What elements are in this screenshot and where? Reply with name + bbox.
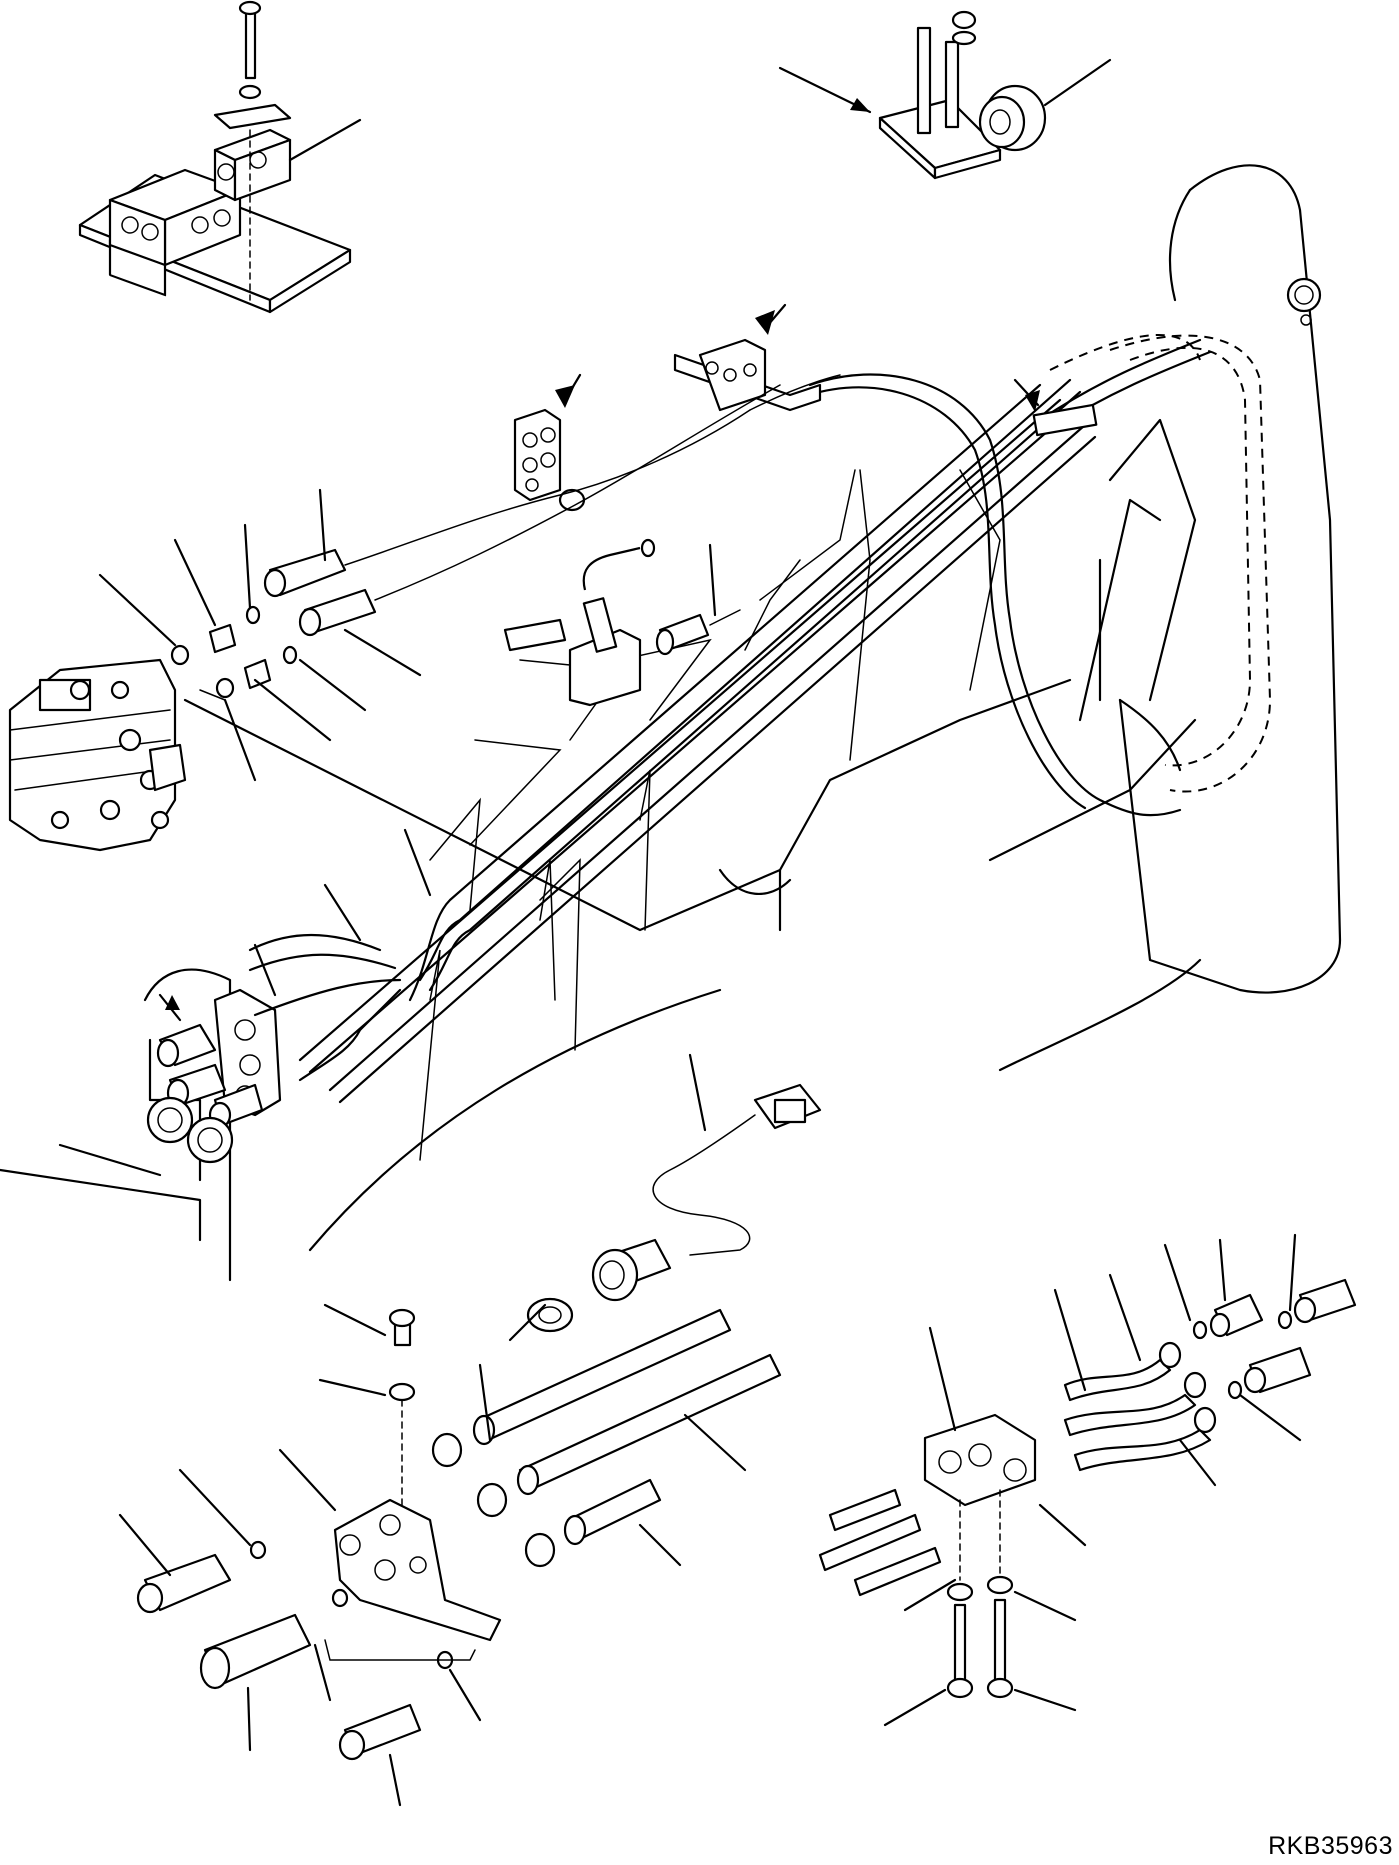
left-hose-fittings	[170, 548, 377, 701]
upper-hose-lines	[344, 374, 841, 601]
drawing-reference-code: RKB35963	[1268, 1832, 1393, 1860]
straight-pipes	[431, 1308, 782, 1568]
front-coupler-plate	[146, 933, 402, 1164]
pin-bracket-assembly	[778, 10, 1112, 180]
control-valve-block	[8, 658, 187, 852]
center-clamps	[513, 303, 1098, 512]
callout-leader-lines	[98, 488, 1302, 1807]
clamp-plate-assembly	[78, 0, 362, 314]
dashed-hose-routing	[1049, 334, 1272, 793]
electrical-harness	[526, 1083, 822, 1333]
tube-bundle	[298, 338, 1212, 1104]
bent-tube-block-assembly	[818, 1278, 1357, 1699]
boom-structure	[0, 164, 1342, 1282]
tube-clip-leaders	[419, 469, 1001, 1161]
coupler-bracket-assembly	[136, 1308, 502, 1761]
solenoid-valve-fitting	[503, 538, 741, 707]
